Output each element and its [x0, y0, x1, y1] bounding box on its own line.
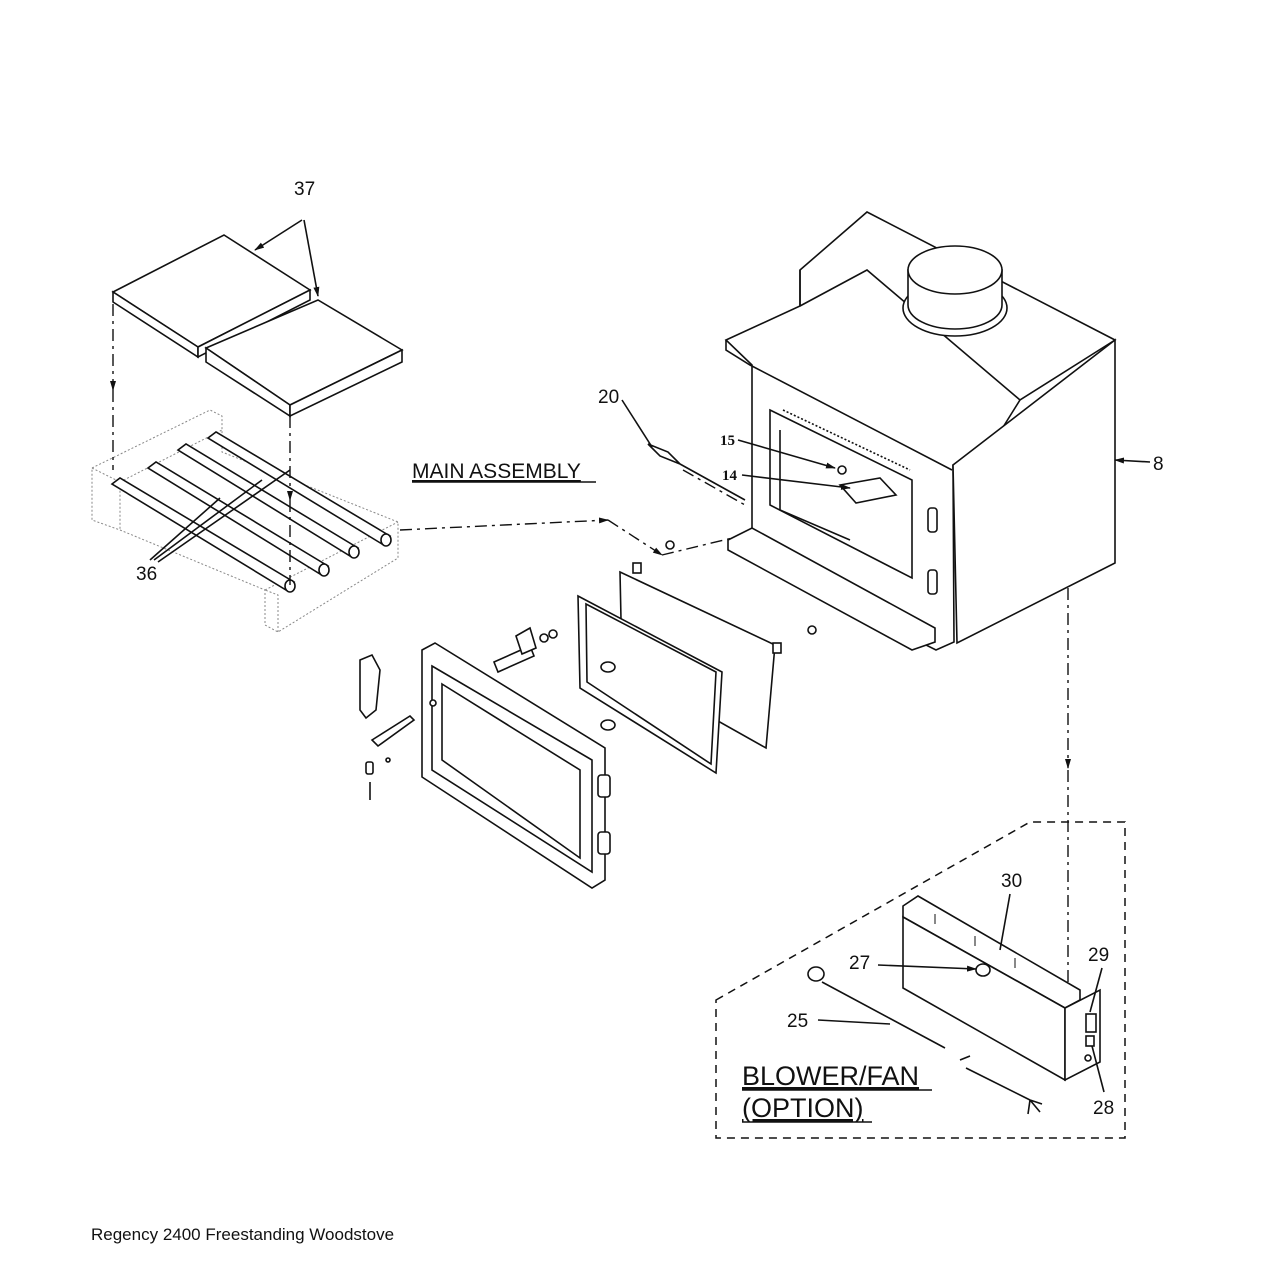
- blower-fan-title: BLOWER/FAN: [742, 1061, 919, 1091]
- callout-20: 20: [598, 387, 619, 408]
- leader-lines: [149, 219, 1151, 1093]
- door-frame: [421, 642, 611, 889]
- callout-30: 30: [1001, 871, 1022, 892]
- main-assembly-title: MAIN ASSEMBLY: [412, 460, 581, 483]
- stove-body: [724, 211, 1117, 651]
- air-tubes: [110, 431, 392, 593]
- callout-28: 28: [1093, 1098, 1114, 1119]
- baffle-boards: [111, 234, 404, 418]
- callout-36: 36: [136, 564, 157, 585]
- fan-sensor-cord: [807, 966, 1043, 1115]
- blower-option-box: [715, 821, 1126, 1139]
- callout-8: 8: [1153, 454, 1164, 475]
- blower-housing: [902, 895, 1101, 1082]
- callout-27: 27: [849, 953, 870, 974]
- diagram-caption: Regency 2400 Freestanding Woodstove: [91, 1225, 395, 1244]
- callout-29: 29: [1088, 945, 1109, 966]
- door-gasket: [577, 594, 723, 775]
- door-handle-parts: [359, 540, 817, 800]
- callout-25: 25: [787, 1011, 808, 1032]
- callout-37: 37: [294, 179, 315, 200]
- callout-15: 15: [720, 433, 735, 449]
- option-subtitle: (OPTION): [742, 1093, 864, 1123]
- callout-14: 14: [722, 468, 738, 484]
- part-20-gauge: [647, 443, 746, 501]
